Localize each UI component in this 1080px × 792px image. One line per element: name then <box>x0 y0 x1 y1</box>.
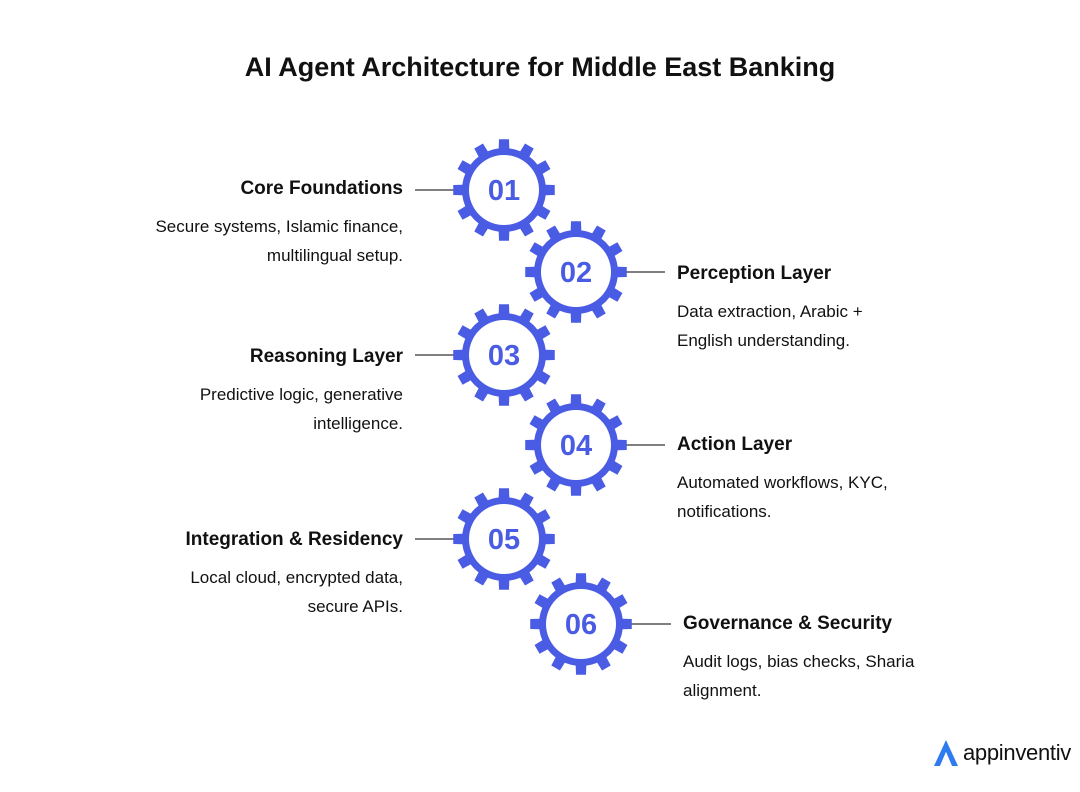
step-number-01: 01 <box>488 175 520 207</box>
step-02-description: Data extraction, Arabic + English unders… <box>677 302 863 350</box>
step-04-description: Automated workflows, KYC, notifications. <box>677 473 888 521</box>
gear-02: 02 <box>525 221 627 323</box>
gear-04: 04 <box>525 394 627 496</box>
step-number-03: 03 <box>488 340 520 372</box>
gear-01: 01 <box>453 139 555 241</box>
step-02-text: Perception Layer Data extraction, Arabic… <box>677 262 977 355</box>
gear-center <box>546 589 616 659</box>
step-05-title: Integration & Residency <box>185 529 404 550</box>
gear-06: 06 <box>530 573 632 675</box>
step-02-title: Perception Layer <box>677 263 832 284</box>
step-06-text: Governance & Security Audit logs, bias c… <box>683 612 983 705</box>
step-03-text: Reasoning Layer Predictive logic, genera… <box>103 345 403 438</box>
step-number-06: 06 <box>565 609 597 641</box>
gear-center <box>469 320 539 390</box>
gears-layer: 01 02 03 04 05 06 <box>453 139 632 675</box>
step-03-description: Predictive logic, generative intelligenc… <box>199 385 403 433</box>
gear-03: 03 <box>453 304 555 406</box>
step-06-description: Audit logs, bias checks, Sharia alignmen… <box>683 652 915 700</box>
brand-name: appinventiv <box>963 740 1071 765</box>
step-01-description: Secure systems, Islamic finance, multili… <box>155 217 403 265</box>
appinventiv-logo-icon <box>934 740 958 766</box>
gear-center <box>541 410 611 480</box>
step-06-title: Governance & Security <box>683 613 893 634</box>
step-01-text: Core Foundations Secure systems, Islamic… <box>103 177 403 270</box>
brand-logo: appinventiv <box>932 738 1071 768</box>
gear-center <box>541 237 611 307</box>
step-04-text: Action Layer Automated workflows, KYC, n… <box>677 433 977 526</box>
step-number-04: 04 <box>560 430 592 462</box>
gear-center <box>469 504 539 574</box>
step-04-title: Action Layer <box>677 434 793 455</box>
step-05-text: Integration & Residency Local cloud, enc… <box>103 528 404 621</box>
gear-center <box>469 155 539 225</box>
diagram-title: AI Agent Architecture for Middle East Ba… <box>244 52 836 82</box>
step-number-02: 02 <box>560 257 592 289</box>
step-number-05: 05 <box>488 524 520 556</box>
step-05-description: Local cloud, encrypted data, secure APIs… <box>190 568 403 616</box>
step-03-title: Reasoning Layer <box>249 346 403 367</box>
gear-05: 05 <box>453 488 555 590</box>
step-01-title: Core Foundations <box>240 178 403 199</box>
